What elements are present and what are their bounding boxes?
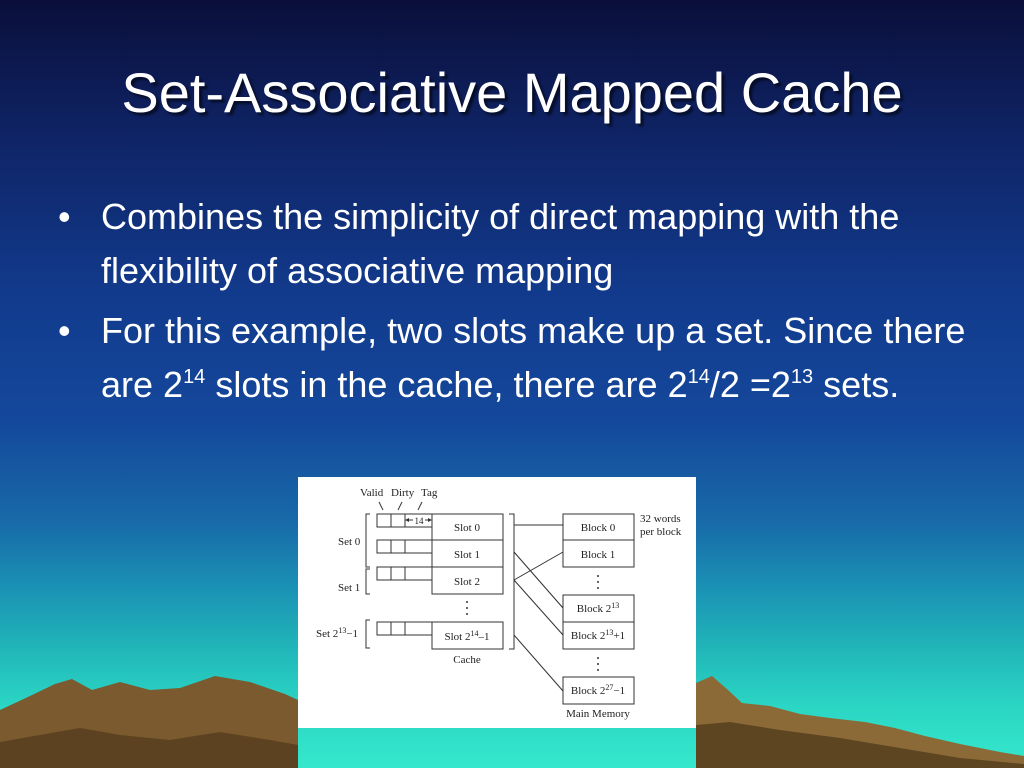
slot-row-2 xyxy=(376,566,504,595)
words-per-block-line1: 32 words xyxy=(640,513,681,525)
bullet-list: • Combines the simplicity of direct mapp… xyxy=(58,190,988,418)
header-tag: Tag xyxy=(421,487,438,499)
valid-tick xyxy=(378,501,384,511)
ellipsis-dots xyxy=(466,575,599,671)
exponent: 14 xyxy=(687,366,710,388)
exponent: 13 xyxy=(790,366,814,388)
main-memory-label: Main Memory xyxy=(566,708,630,720)
block-label-2-27-minus-1: Block 227−1 xyxy=(571,683,625,697)
slot-label-0: Slot 0 xyxy=(454,522,480,534)
slot-row-1 xyxy=(376,539,504,568)
dirty-bit-cell xyxy=(390,513,406,528)
valid-bit-cell xyxy=(376,566,392,581)
cache-label: Cache xyxy=(453,654,481,666)
valid-bit-cell xyxy=(376,621,392,636)
bullet-text-part: sets. xyxy=(813,364,900,405)
setlast-bracket xyxy=(365,619,370,649)
bullet-text: Combines the simplicity of direct mappin… xyxy=(101,196,900,291)
mapping-line xyxy=(513,579,564,636)
slot-row-0 xyxy=(376,513,504,541)
slide-title: Set-Associative Mapped Cache xyxy=(121,61,903,124)
diagram-svg: Valid Dirty Tag 14 Slot 0 Slot 1 Slot 2 … xyxy=(316,487,682,720)
bullet-marker: • xyxy=(58,310,71,351)
exponent: 14 xyxy=(183,366,206,388)
bullet-text-part: For this example, two slots make up a se… xyxy=(101,310,966,405)
slot-label-2: Slot 2 xyxy=(454,576,480,588)
tag-bits-label: 14 xyxy=(415,516,425,526)
bullet-item: • For this example, two slots make up a … xyxy=(58,304,988,412)
header-dirty: Dirty xyxy=(391,487,415,499)
dirty-bit-cell xyxy=(390,566,406,581)
bullet-marker: • xyxy=(58,196,71,237)
mapping-line xyxy=(513,551,564,581)
mapping-line xyxy=(513,634,564,692)
bullet-text-part: /2 =2 xyxy=(709,364,791,405)
block-label-2-13: Block 213 xyxy=(577,601,620,615)
cache-right-bracket xyxy=(509,513,515,650)
tag-cell xyxy=(404,539,433,554)
tag-cell xyxy=(404,566,433,581)
words-per-block-line2: per block xyxy=(640,526,682,538)
block-label-2-13-plus-1: Block 213+1 xyxy=(571,628,625,642)
block-label-0: Block 0 xyxy=(581,522,616,534)
slot-box xyxy=(431,621,504,650)
set1-label: Set 1 xyxy=(338,582,360,594)
dirty-bit-cell xyxy=(390,621,406,636)
slot-row-last xyxy=(376,621,504,650)
dirty-bit-cell xyxy=(390,539,406,554)
tag-tick xyxy=(417,501,423,511)
set-associative-diagram: Valid Dirty Tag 14 Slot 0 Slot 1 Slot 2 … xyxy=(298,477,696,728)
dirty-tick xyxy=(397,501,403,511)
bullet-text-part: slots in the cache, there are 2 xyxy=(205,364,688,405)
tag-cell xyxy=(404,621,433,636)
slot-box xyxy=(431,566,504,595)
set0-bracket xyxy=(365,513,370,568)
set1-bracket xyxy=(365,568,370,595)
memory-block-box xyxy=(562,539,635,568)
mapping-line xyxy=(513,551,564,609)
slot-label-last: Slot 214–1 xyxy=(445,629,490,643)
setlast-label: Set 213−1 xyxy=(316,626,358,640)
valid-bit-cell xyxy=(376,513,392,528)
block-label-1: Block 1 xyxy=(581,549,616,561)
set0-label: Set 0 xyxy=(338,536,361,548)
header-valid: Valid xyxy=(360,487,384,499)
bullet-item: • Combines the simplicity of direct mapp… xyxy=(58,190,988,298)
valid-bit-cell xyxy=(376,539,392,554)
slot-label-1: Slot 1 xyxy=(454,549,480,561)
memory-block-box xyxy=(562,621,635,650)
